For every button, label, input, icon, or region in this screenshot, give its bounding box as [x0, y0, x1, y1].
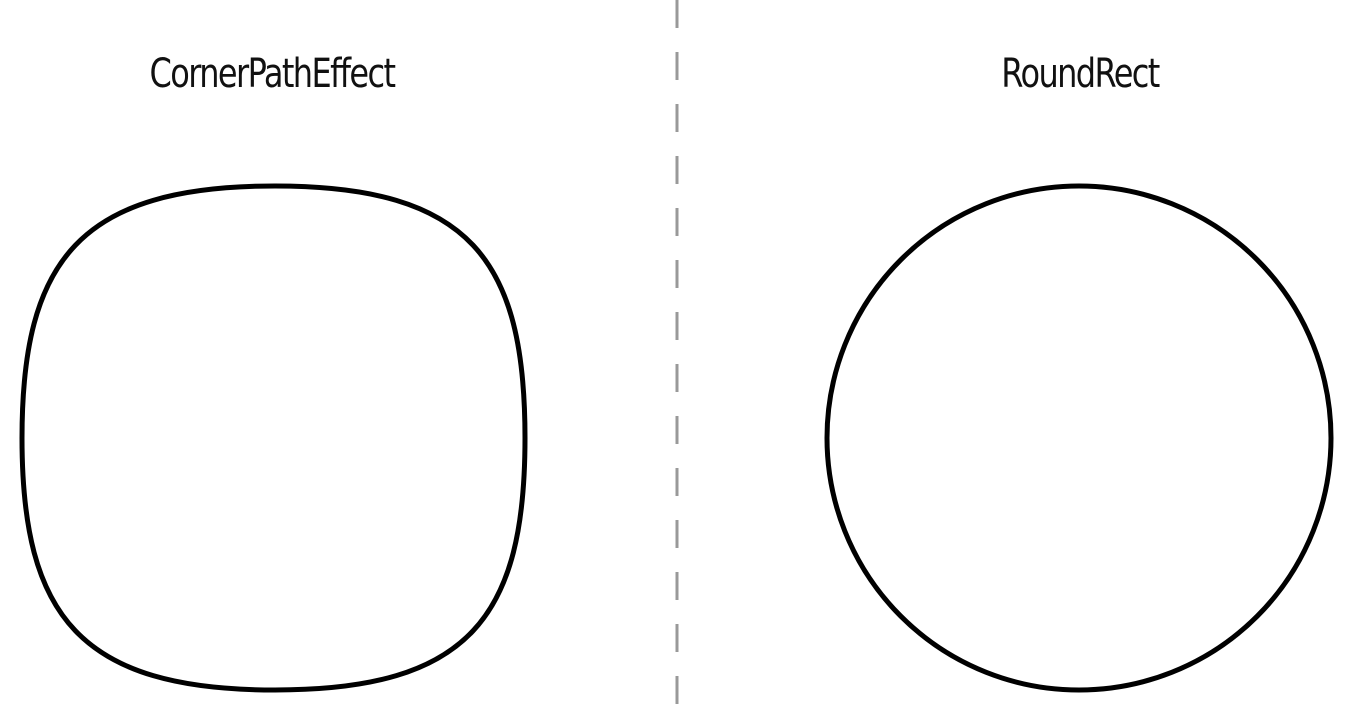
round-rect-shape: [824, 183, 1334, 693]
left-panel-title: CornerPathEffect: [149, 51, 397, 97]
right-panel-title: RoundRect: [1001, 51, 1160, 97]
corner-path-effect-shape: [19, 183, 528, 693]
